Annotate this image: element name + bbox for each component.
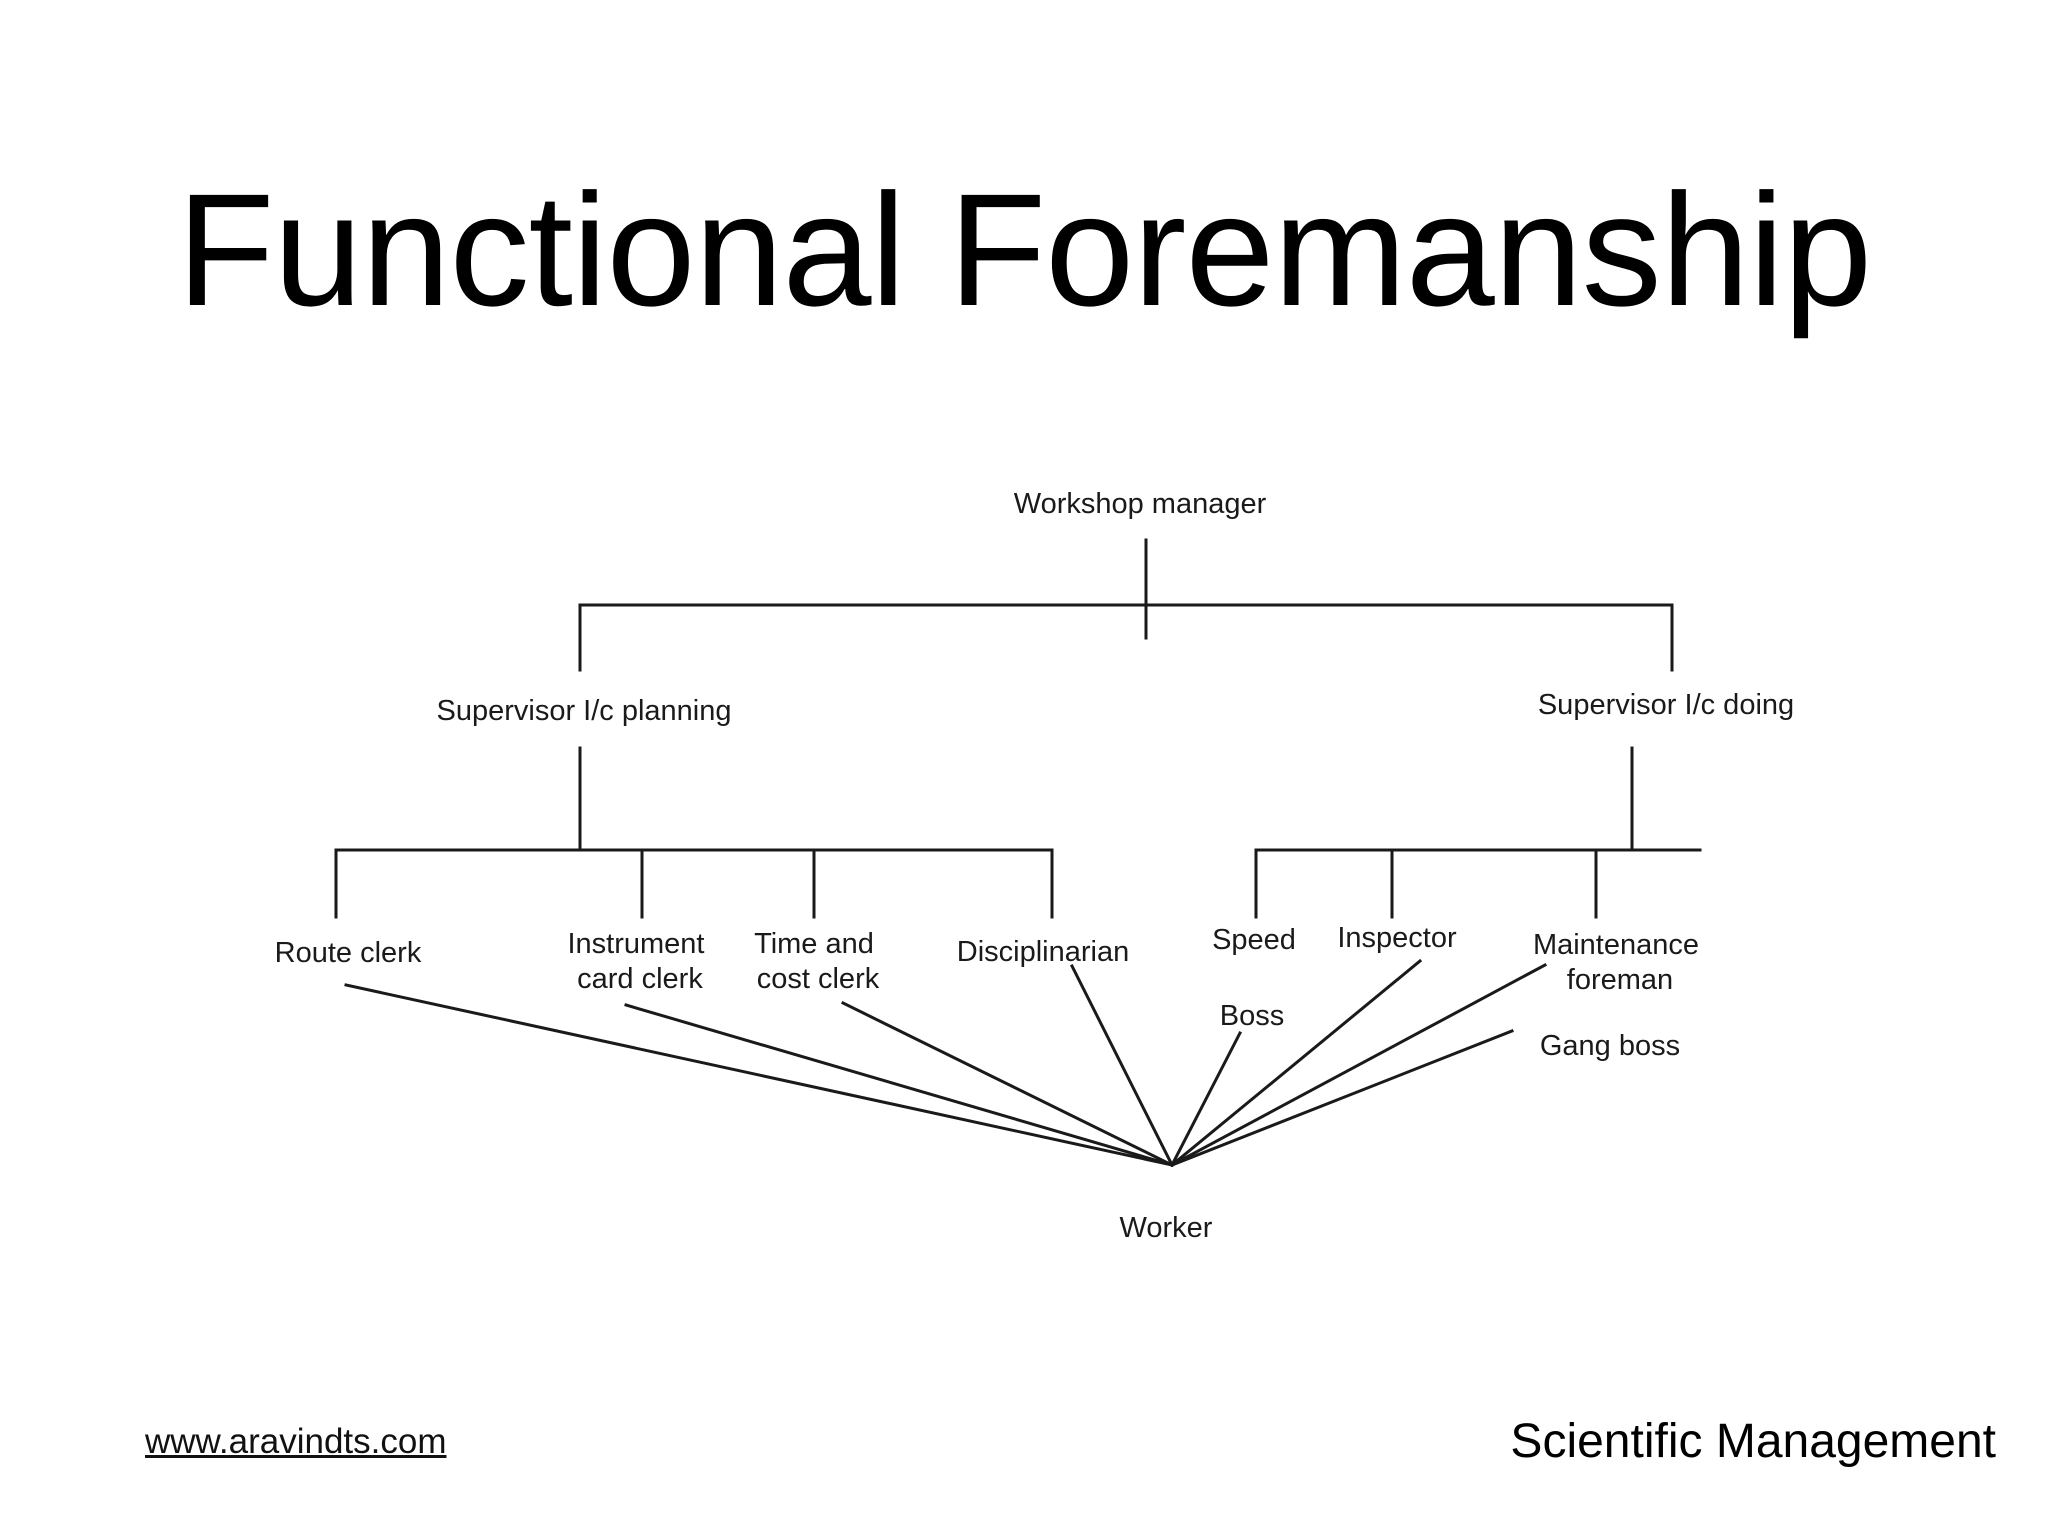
workshop-manager-label: Workshop manager [1014,488,1267,520]
footer-topic: Scientific Management [1510,1415,1996,1468]
route-clerk-label: Route clerk [275,937,422,969]
gang-boss-to-worker [1170,1029,1514,1167]
instrument-clerk-to-worker [624,1003,1174,1167]
slide-title: Functional Foremanship [176,160,1872,339]
inspector-label: Inspector [1337,922,1457,954]
speed-boss-to-worker [1169,1030,1243,1168]
speed-label: Speed [1212,924,1296,956]
inspector-to-worker [1169,958,1423,1168]
instrument-card-clerk-label: Instrument card clerk [567,928,712,995]
maintenance-foreman-label: Maintenance foreman [1533,929,1707,996]
time-cost-clerk-label: Time and cost clerk [754,928,882,995]
worker-lines [344,958,1548,1168]
disciplinarian-label: Disciplinarian [957,936,1129,968]
maintenance-foreman-to-worker [1169,962,1548,1168]
connector-lines [334,538,1702,919]
supervisor-planning-label: Supervisor I/c planning [437,695,732,727]
disciplinarian-to-worker [1069,963,1175,1168]
worker-label: Worker [1120,1212,1213,1244]
time-cost-clerk-to-worker [840,1000,1175,1168]
website-link[interactable]: www.aravindts.com [145,1422,447,1461]
gang-boss-label: Gang boss [1540,1030,1680,1062]
boss-label: Boss [1220,1000,1284,1032]
supervisor-doing-label: Supervisor I/c doing [1538,689,1794,721]
route-clerk-to-worker [344,983,1174,1167]
